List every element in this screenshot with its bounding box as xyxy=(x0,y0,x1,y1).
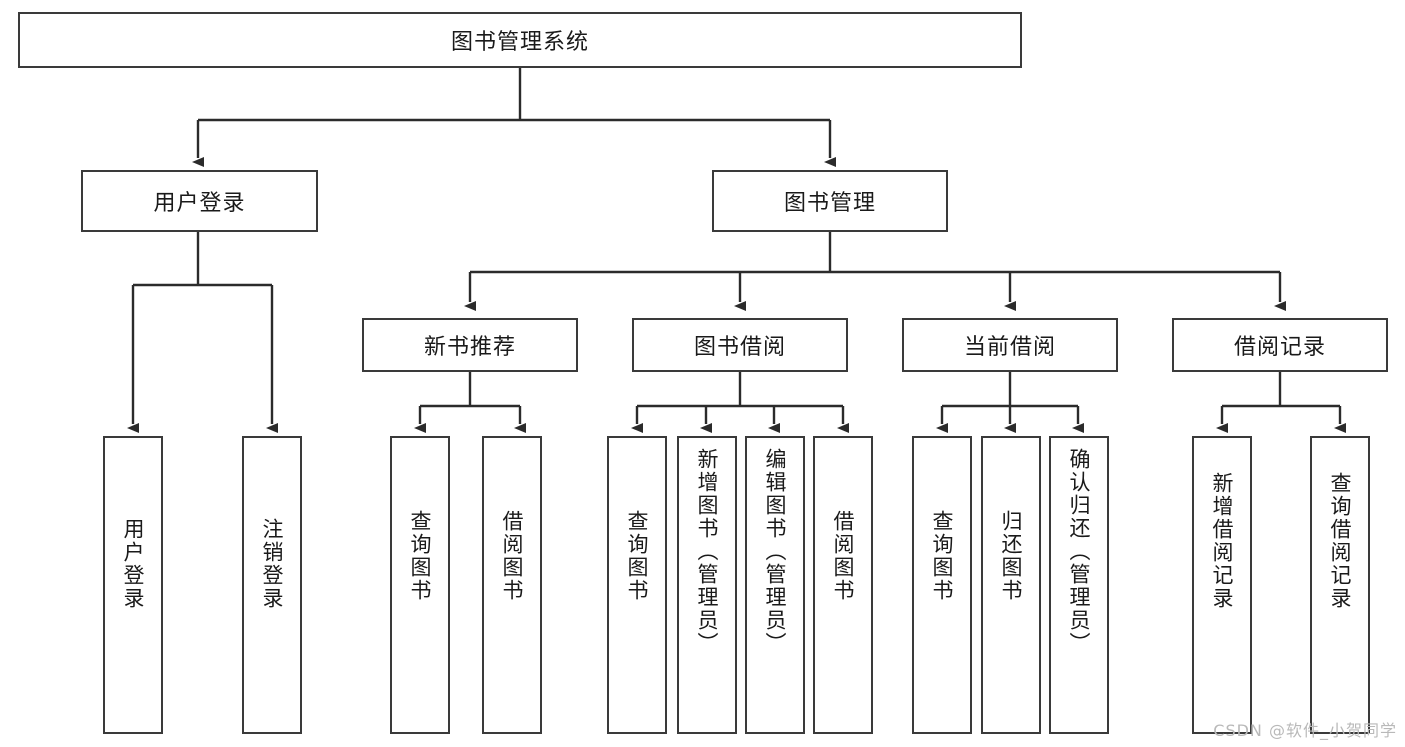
node-label: 借阅图书 xyxy=(500,510,525,602)
leaf-new-book-borrow-book[interactable]: 借阅图书 xyxy=(482,436,542,734)
leaf-current-borrow-query-book[interactable]: 查询图书 xyxy=(912,436,972,734)
node-label: 编辑图书（管理员） xyxy=(763,448,788,655)
node-current-borrow[interactable]: 当前借阅 xyxy=(902,318,1118,372)
node-book-management[interactable]: 图书管理 xyxy=(712,170,948,232)
leaf-book-borrow-edit-book-admin[interactable]: 编辑图书（管理员） xyxy=(745,436,805,734)
watermark: CSDN @软件_小贺同学 xyxy=(1213,721,1397,740)
leaf-borrow-record-query-record[interactable]: 查询借阅记录 xyxy=(1310,436,1370,734)
leaf-new-book-query-book[interactable]: 查询图书 xyxy=(390,436,450,734)
node-borrow-record[interactable]: 借阅记录 xyxy=(1172,318,1388,372)
node-label: 归还图书 xyxy=(999,510,1024,602)
node-label: 查询图书 xyxy=(625,510,650,602)
node-label: 图书管理 xyxy=(783,191,876,216)
node-root-book-management-system[interactable]: 图书管理系统 xyxy=(18,12,1022,68)
leaf-current-borrow-return-book[interactable]: 归还图书 xyxy=(981,436,1041,734)
node-label: 新书推荐 xyxy=(423,335,516,360)
node-label: 用户登录 xyxy=(121,518,146,610)
node-label: 查询图书 xyxy=(930,510,955,602)
node-label: 借阅图书 xyxy=(831,510,856,602)
leaf-current-borrow-confirm-return-admin[interactable]: 确认归还（管理员） xyxy=(1049,436,1109,734)
node-label: 查询图书 xyxy=(408,510,433,602)
node-label: 确认归还（管理员） xyxy=(1067,448,1092,655)
leaf-book-borrow-borrow-book[interactable]: 借阅图书 xyxy=(813,436,873,734)
node-label: 借阅记录 xyxy=(1233,335,1326,360)
leaf-book-borrow-add-book-admin[interactable]: 新增图书（管理员） xyxy=(677,436,737,734)
node-new-book-recommend[interactable]: 新书推荐 xyxy=(362,318,578,372)
node-label: 查询借阅记录 xyxy=(1328,472,1353,610)
leaf-book-borrow-query-book[interactable]: 查询图书 xyxy=(607,436,667,734)
node-label: 新增图书（管理员） xyxy=(695,448,720,655)
node-user-login[interactable]: 用户登录 xyxy=(81,170,318,232)
node-label: 图书管理系统 xyxy=(450,30,589,55)
node-label: 新增借阅记录 xyxy=(1210,472,1235,610)
leaf-borrow-record-add-record[interactable]: 新增借阅记录 xyxy=(1192,436,1252,734)
node-label: 注销登录 xyxy=(260,518,285,610)
node-label: 用户登录 xyxy=(153,191,246,216)
node-book-borrow[interactable]: 图书借阅 xyxy=(632,318,848,372)
node-label: 图书借阅 xyxy=(693,335,786,360)
node-label: 当前借阅 xyxy=(963,335,1056,360)
leaf-user-login-logout[interactable]: 注销登录 xyxy=(242,436,302,734)
leaf-user-login-login[interactable]: 用户登录 xyxy=(103,436,163,734)
